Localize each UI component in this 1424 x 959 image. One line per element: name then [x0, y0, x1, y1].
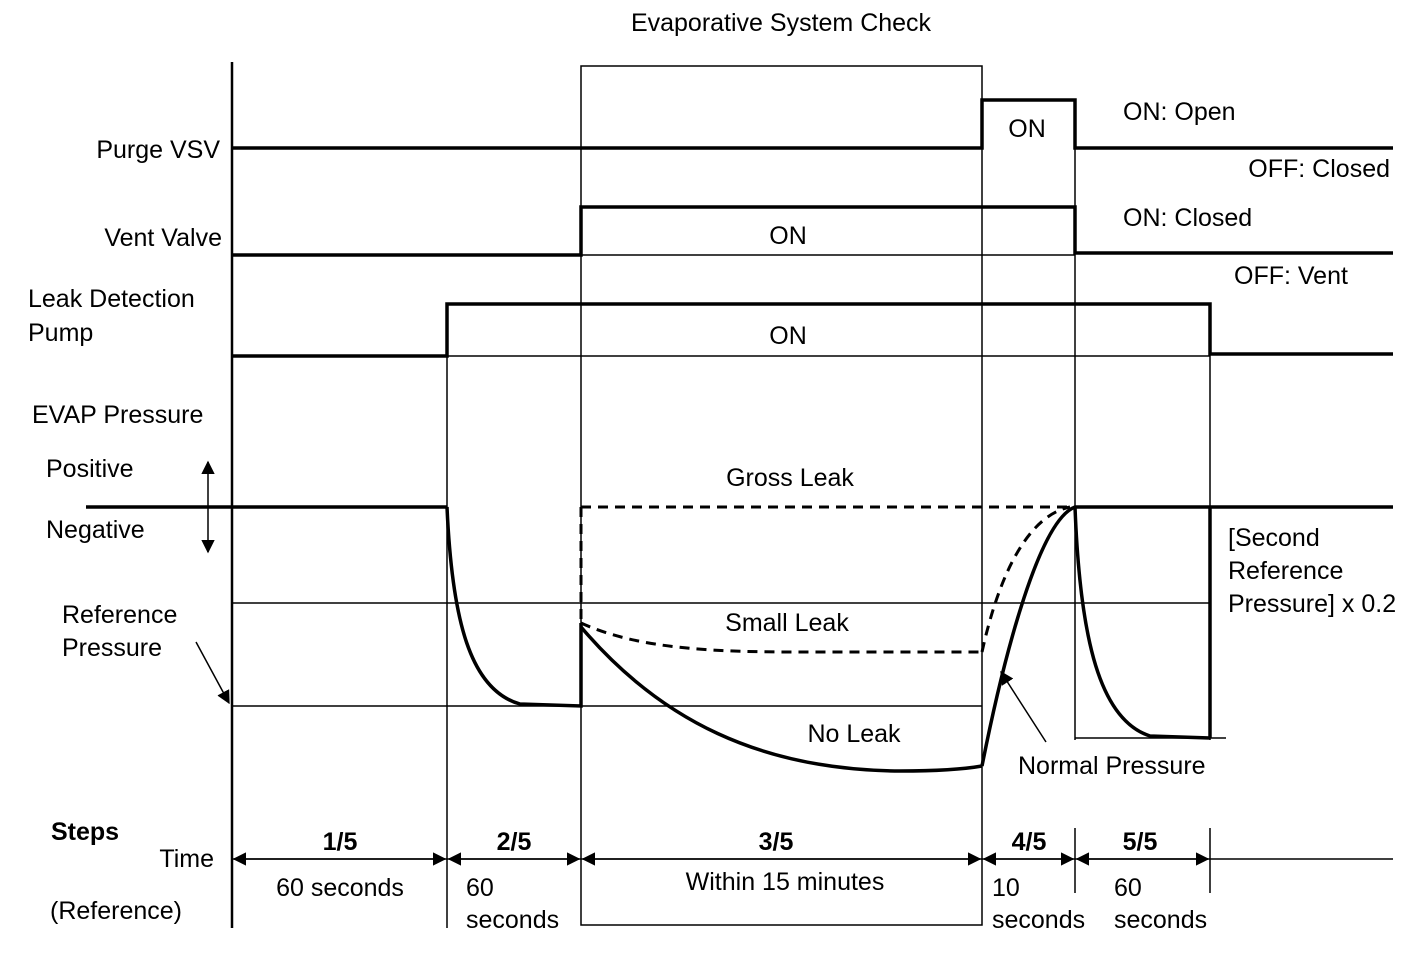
leak-pump-on-label: ON [769, 322, 807, 350]
step-5-label: 5/5 [1123, 828, 1158, 856]
step-5-duration-line1: 60 [1114, 874, 1142, 902]
step-1-label: 1/5 [323, 828, 358, 856]
second-ref-label-line3: Pressure] x 0.2 [1228, 590, 1396, 618]
vent-off-meaning: OFF: Vent [1234, 262, 1348, 290]
step-4-label: 4/5 [1012, 828, 1047, 856]
diagram-title: Evaporative System Check [631, 9, 932, 37]
negative-label: Negative [46, 516, 145, 544]
second-ref-label-line1: [Second [1228, 524, 1320, 552]
time-label: Time [159, 845, 214, 873]
small-leak-curve [580, 621, 982, 654]
steps-label: Steps [51, 818, 119, 846]
purge-vsv-label: Purge VSV [96, 136, 220, 164]
no-leak-recovery-curve [980, 505, 1076, 767]
step-5-duration-line2: seconds [1114, 906, 1207, 934]
reference-pressure-arrow [195, 641, 230, 705]
purge-vsv-on-label: ON [1008, 115, 1046, 143]
normal-pressure-label: Normal Pressure [1018, 752, 1206, 780]
purge-vsv-signal [232, 98, 1393, 150]
step-3-duration: Within 15 minutes [686, 868, 885, 896]
step2-pressure-curve [445, 506, 583, 708]
purge-on-meaning: ON: Open [1123, 98, 1236, 126]
normal-pressure-arrow [1000, 670, 1047, 743]
small-leak-label: Small Leak [725, 609, 849, 637]
leak-pump-label-line1: Leak Detection [28, 285, 195, 313]
positive-label: Positive [46, 455, 134, 483]
no-leak-curve [579, 625, 983, 773]
leak-pump-signal [232, 302, 1393, 358]
leak-pump-label-line2: Pump [28, 319, 93, 347]
vent-valve-label: Vent Valve [104, 224, 222, 252]
gross-leak-label: Gross Leak [726, 464, 854, 492]
evap-pressure-label: EVAP Pressure [32, 401, 203, 429]
step5-pressure-curve [1073, 506, 1211, 740]
no-leak-label: No Leak [807, 720, 901, 748]
small-leak-recovery-curve [980, 505, 1071, 653]
step-2-duration-line1: 60 [466, 874, 494, 902]
reference-pressure-label-line1: Reference [62, 601, 177, 629]
step-4-duration-line1: 10 [992, 874, 1020, 902]
vent-valve-signal [232, 205, 1393, 257]
reference-time-label: (Reference) [50, 897, 182, 925]
reference-pressure-label-line2: Pressure [62, 634, 162, 662]
step-2-duration-line2: seconds [466, 906, 559, 934]
step-3-label: 3/5 [759, 828, 794, 856]
step-3-frame [580, 65, 983, 926]
step-2-label: 2/5 [497, 828, 532, 856]
step-4-duration-line2: seconds [992, 906, 1085, 934]
vent-on-meaning: ON: Closed [1123, 204, 1252, 232]
purge-off-meaning: OFF: Closed [1248, 155, 1390, 183]
vent-valve-on-label: ON [769, 222, 807, 250]
second-ref-label-line2: Reference [1228, 557, 1343, 585]
step-1-duration: 60 seconds [276, 874, 404, 902]
